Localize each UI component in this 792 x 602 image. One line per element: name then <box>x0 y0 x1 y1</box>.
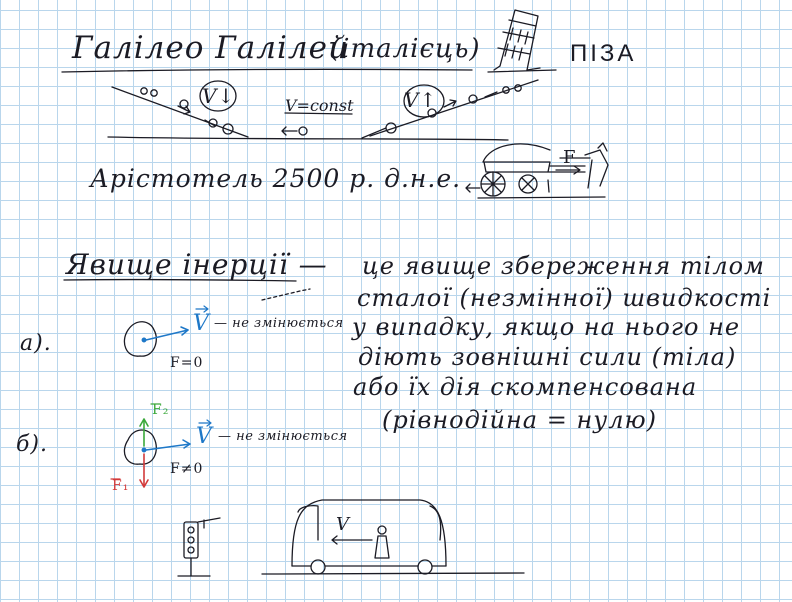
case-a-force: F=0 <box>170 355 204 371</box>
case-b-f2-label: F₂ <box>152 402 170 418</box>
definition-line-5: або їх дія скомпенсована <box>353 373 698 401</box>
definition-line-1: це явище збереження тілом <box>362 252 765 280</box>
speed-down-label: V↓ <box>202 84 236 108</box>
title-galileo: Галілео Галілей <box>72 30 349 66</box>
case-a-marker: а). <box>20 331 52 356</box>
speed-up-label: V↑ <box>404 88 438 112</box>
aristotle-line: Арістотель 2500 р. д.н.е. <box>90 164 462 193</box>
case-b-sketch <box>110 403 212 488</box>
case-b-force: F≠0 <box>170 461 204 477</box>
galileo-inclines-sketch <box>107 79 539 141</box>
bus-speed-label: V <box>336 514 350 535</box>
case-b-note: — не змінюється <box>218 429 348 444</box>
definition-line-3: у випадку, якщо на нього не <box>352 313 741 341</box>
pisa-tower-sketch <box>487 9 557 73</box>
case-a-sketch <box>123 305 209 357</box>
title-underline <box>61 68 473 73</box>
case-a-note: — не змінюється <box>214 316 344 331</box>
case-b-marker: б). <box>16 432 49 457</box>
speed-const-label: V=const <box>285 96 354 115</box>
cart-sketch <box>465 142 609 199</box>
city-pisa: ПІЗА <box>570 40 637 67</box>
case-b-f1-label: F₁ <box>112 478 130 494</box>
case-a-vector: V <box>193 311 210 336</box>
definition-term: Явище інерції — <box>66 248 328 281</box>
definition-line-6: (рівнодійна = нулю) <box>382 406 657 434</box>
definition-line-4: діють зовнішні сили (тіла) <box>358 343 737 371</box>
case-b-vector: V <box>196 424 213 449</box>
connector-dash <box>261 288 311 301</box>
title-nationality: (італієць) <box>330 34 481 64</box>
traffic-light-sketch <box>177 517 221 577</box>
bus-sketch <box>261 499 525 575</box>
term-underline <box>63 278 297 282</box>
definition-line-2: сталої (незмінної) швидкості <box>357 284 772 312</box>
